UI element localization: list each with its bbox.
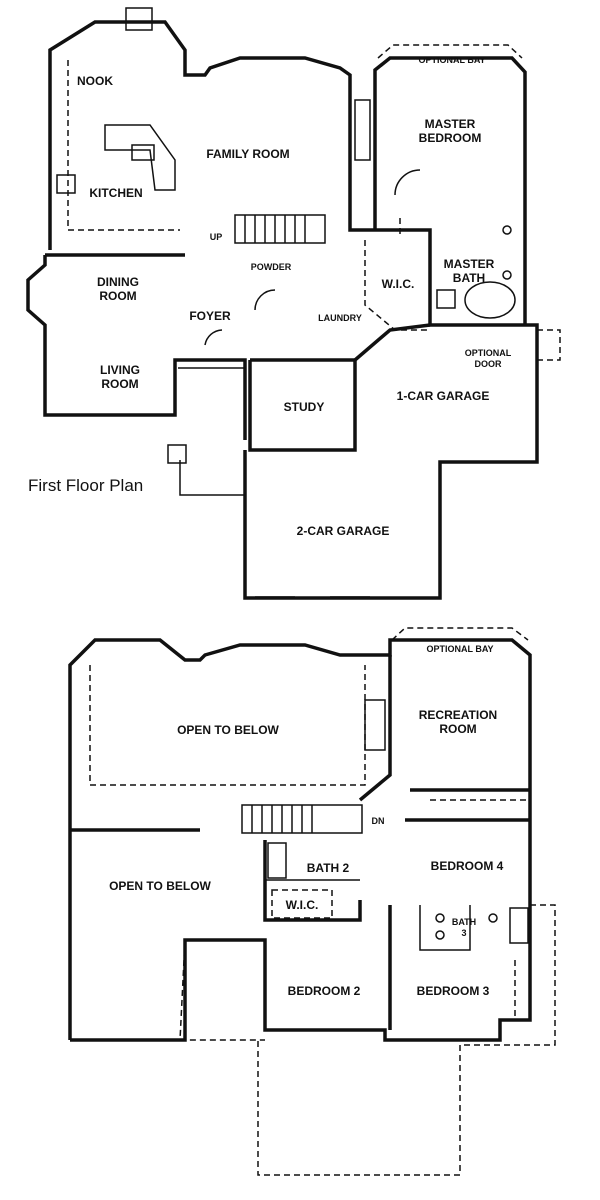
room-label-recreation-1: RECREATION	[419, 708, 497, 722]
room-label-living-2: ROOM	[101, 377, 138, 391]
room-label-bedroom-4: BEDROOM 4	[431, 859, 504, 873]
room-label-bedroom-3: BEDROOM 3	[417, 984, 490, 998]
cooktop	[56, 174, 76, 194]
label-optional-door-2: DOOR	[475, 359, 503, 369]
room-label-dining-2: ROOM	[99, 289, 136, 303]
room-label-nook: NOOK	[77, 74, 113, 88]
room-label-1-car-garage: 1-CAR GARAGE	[397, 389, 490, 403]
room-label-family-room: FAMILY ROOM	[206, 147, 289, 161]
room-label-dining-1: DINING	[97, 275, 139, 289]
label-open-to-below-upper: OPEN TO BELOW	[177, 723, 279, 737]
bathtub	[464, 281, 516, 319]
kitchen-island	[104, 124, 176, 191]
chimney	[125, 7, 153, 31]
room-label-wic: W.I.C.	[382, 277, 415, 291]
room-label-laundry: LAUNDRY	[318, 313, 362, 323]
room-label-bedroom-2: BEDROOM 2	[288, 984, 361, 998]
stairs	[234, 214, 326, 244]
room-label-living-1: LIVING	[100, 363, 140, 377]
first-floor-walls	[26, 7, 561, 600]
room-label-bath-3-1: BATH	[452, 917, 476, 927]
room-label-bath-3-2: 3	[461, 928, 466, 938]
label-optional-door-1: OPTIONAL	[465, 348, 512, 358]
room-label-master-bath-2: BATH	[453, 271, 485, 285]
first-floor-caption: First Floor Plan	[28, 476, 143, 495]
room-label-master-bedroom-1: MASTER	[425, 117, 476, 131]
label-optional-bay-2: OPTIONAL BAY	[426, 644, 493, 654]
room-label-powder: POWDER	[251, 262, 292, 272]
label-up: UP	[210, 232, 223, 242]
label-dn: DN	[372, 816, 385, 826]
room-label-kitchen: KITCHEN	[89, 186, 142, 200]
room-label-recreation-2: ROOM	[439, 722, 476, 736]
label-open-to-below-lower: OPEN TO BELOW	[109, 879, 211, 893]
room-label-master-bath-1: MASTER	[444, 257, 495, 271]
room-label-2-car-garage: 2-CAR GARAGE	[297, 524, 390, 538]
second-floor-walls	[68, 627, 556, 1176]
room-label-foyer: FOYER	[189, 309, 231, 323]
sink	[131, 144, 155, 161]
room-label-bath-2: BATH 2	[307, 861, 350, 875]
label-optional-bay: OPTIONAL BAY	[418, 55, 485, 65]
room-label-wic-2: W.I.C.	[286, 898, 319, 912]
room-label-master-bedroom-2: BEDROOM	[419, 131, 482, 145]
room-label-study: STUDY	[284, 400, 325, 414]
